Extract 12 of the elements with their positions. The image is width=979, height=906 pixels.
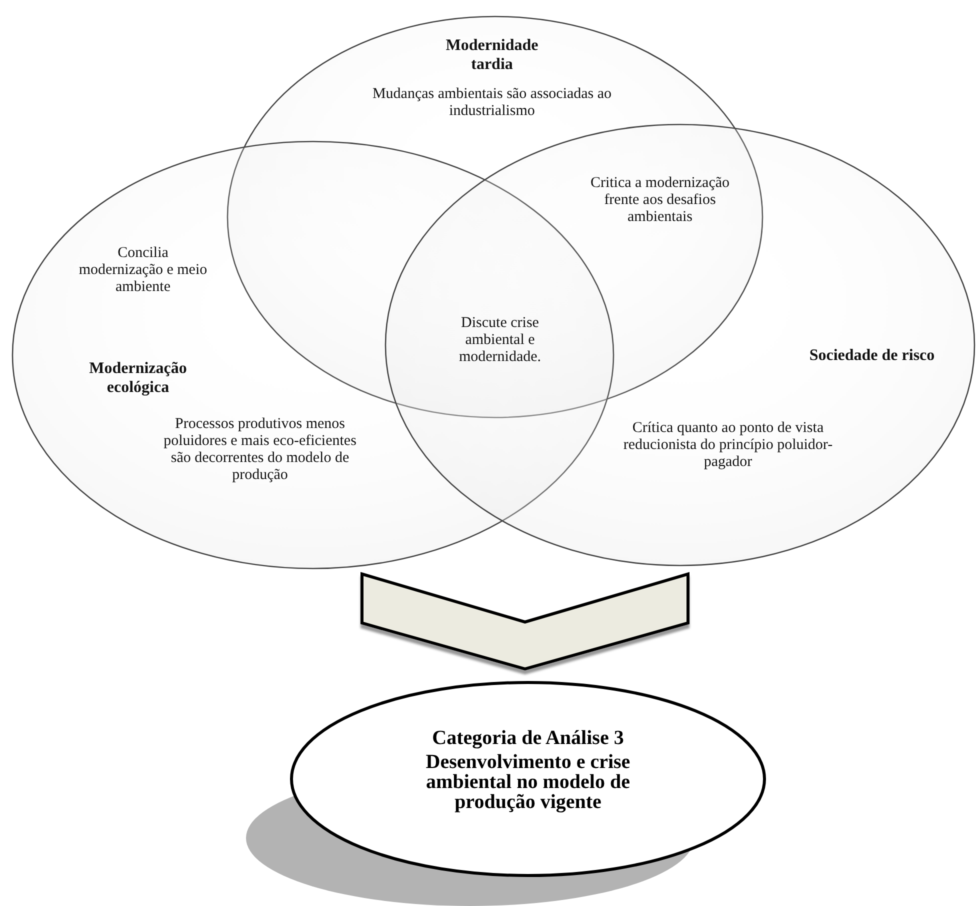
overlap-text: Discute crise ambiental e modernidade. <box>458 314 542 366</box>
circle-heading: Modernidade tardia <box>444 36 540 74</box>
chevron-arrow <box>360 572 690 671</box>
circle-text: Mudanças ambientais são associadas ao industrialismo <box>371 86 613 120</box>
oval-text: Categoria de Análise 3 <box>431 728 625 748</box>
circle-text: Crítica quanto ao ponto de vista reducionista do princípio poluidor-pagador <box>623 420 833 470</box>
oval-text: Desenvolvimento e crise ambiental no modelo de produção vigente <box>424 752 632 812</box>
circle-text: Processos produtivos menos poluidores e mais eco-eficientes são decorrentes do modelo de produção <box>162 416 358 484</box>
circle-text: Concilia modernização e meio ambiente <box>78 244 208 296</box>
circle-heading: Sociedade de risco <box>808 346 936 364</box>
circle-heading: Modernização ecológica <box>88 359 188 397</box>
overlap-text: Critica a modernização frente aos desafios ambientais <box>589 174 731 226</box>
